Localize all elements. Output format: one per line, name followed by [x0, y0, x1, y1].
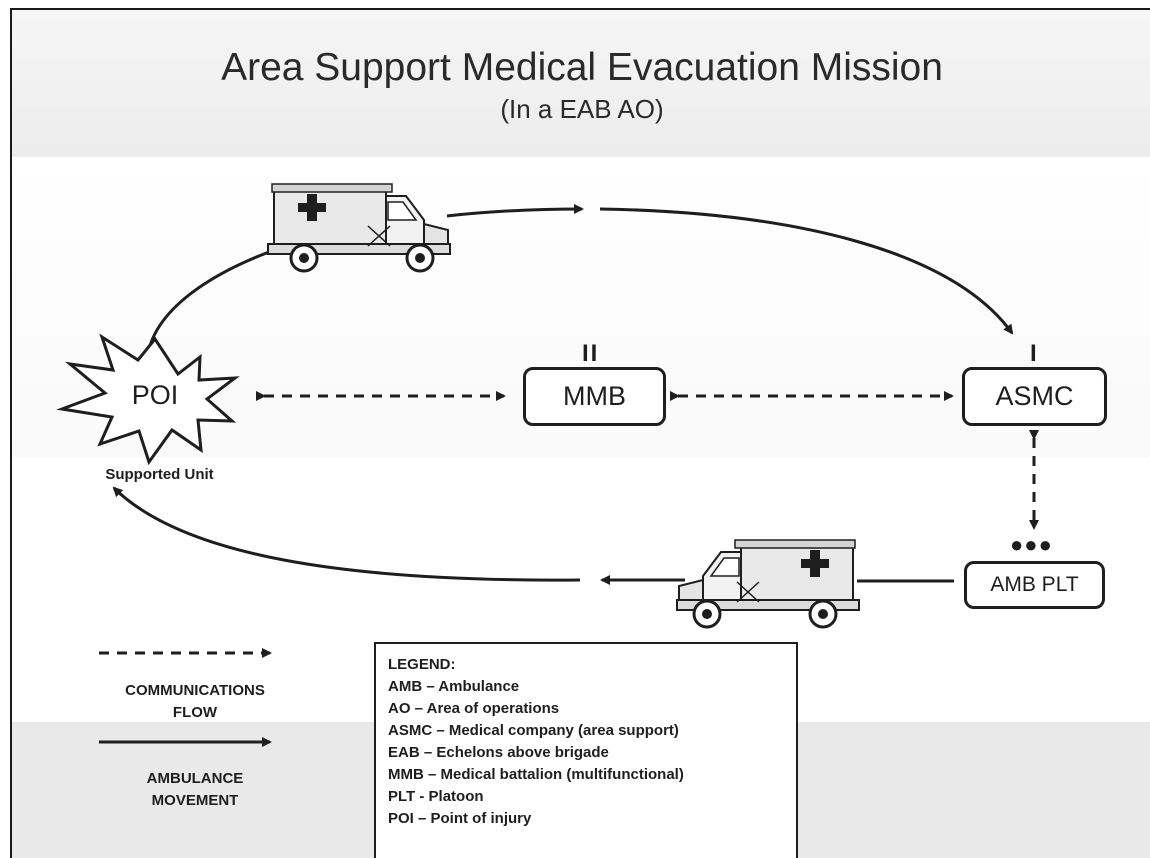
legend-item: PLT - Platoon — [388, 788, 484, 805]
legend-item: POI – Point of injury — [388, 810, 532, 827]
title-band — [12, 10, 1150, 157]
ambulance-bottom-icon — [676, 539, 860, 629]
route-bottom-segment-3 — [112, 486, 581, 582]
supported-unit-caption: Supported Unit — [105, 466, 214, 483]
key-ambulance-label: AMBULANCE MOVEMENT — [85, 768, 305, 812]
flow-graphics — [56, 183, 1039, 747]
key-communications-label: COMMUNICATIONS FLOW — [85, 680, 305, 724]
key-communications-line1: COMMUNICATIONS — [125, 682, 265, 699]
route-top-segment-1 — [446, 204, 584, 218]
diagram-title: Area Support Medical Evacuation Mission — [221, 46, 943, 89]
mmb-label: MMB — [563, 381, 626, 411]
key-ambulance-line2: MOVEMENT — [151, 792, 239, 809]
key-ambulance-line1: AMBULANCE — [146, 770, 244, 787]
asmc-echelon-symbol: I — [1030, 340, 1037, 367]
amb-plt-node: AMB PLT — [964, 561, 1105, 609]
amb-plt-label: AMB PLT — [990, 573, 1079, 596]
route-poi-to-top-ambulance — [145, 246, 281, 361]
diagram-subtitle: (In a EAB AO) — [500, 94, 664, 124]
legend-item: EAB – Echelons above brigade — [388, 744, 609, 761]
asmc-node: ASMC — [962, 367, 1107, 426]
route-top-segment-2 — [599, 207, 1014, 335]
asmc-label: ASMC — [995, 381, 1074, 411]
legend-heading: LEGEND: — [388, 656, 456, 673]
mmb-echelon-symbol: II — [582, 340, 600, 367]
poi-starburst — [56, 333, 240, 466]
amb-plt-echelon-symbol: ●●● — [1010, 532, 1053, 557]
poi-label: POI — [131, 380, 179, 410]
legend-box: LEGEND: AMB – Ambulance AO – Area of ope… — [374, 642, 798, 858]
legend-item: AO – Area of operations — [388, 700, 560, 717]
key-communications-line2: FLOW — [172, 704, 218, 721]
diagram-frame: Area Support Medical Evacuation Mission … — [10, 8, 1150, 858]
legend-item: AMB – Ambulance — [388, 678, 520, 695]
legend-item: MMB – Medical battalion (multifunctional… — [388, 766, 684, 783]
legend-item: ASMC – Medical company (area support) — [388, 722, 679, 739]
ambulance-top-icon — [267, 183, 451, 273]
mmb-node: MMB — [523, 367, 666, 426]
